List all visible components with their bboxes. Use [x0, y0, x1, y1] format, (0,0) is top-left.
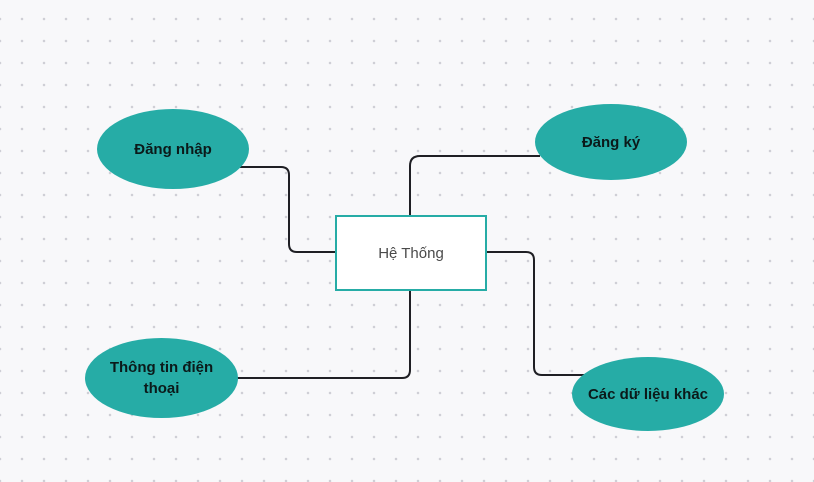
node-other-data-label: Các dữ liệu khác	[587, 385, 709, 403]
node-register[interactable]: Đăng ký	[535, 104, 687, 180]
connector-phone-to-central	[231, 290, 411, 379]
connector-central-to-other	[486, 251, 584, 376]
central-node-label: Hệ Thống	[378, 244, 444, 262]
node-other-data[interactable]: Các dữ liệu khác	[572, 357, 724, 431]
node-login[interactable]: Đăng nhập	[97, 109, 249, 189]
node-phone-info-label: Thông tin điện thoại	[109, 359, 214, 397]
node-phone-info[interactable]: Thông tin điện thoại	[85, 338, 238, 418]
node-login-label: Đăng nhập	[134, 140, 212, 158]
connector-login-to-central	[240, 166, 336, 253]
central-node[interactable]: Hệ Thống	[335, 215, 487, 291]
node-register-label: Đăng ký	[581, 133, 641, 151]
connector-register-to-central	[409, 155, 540, 216]
